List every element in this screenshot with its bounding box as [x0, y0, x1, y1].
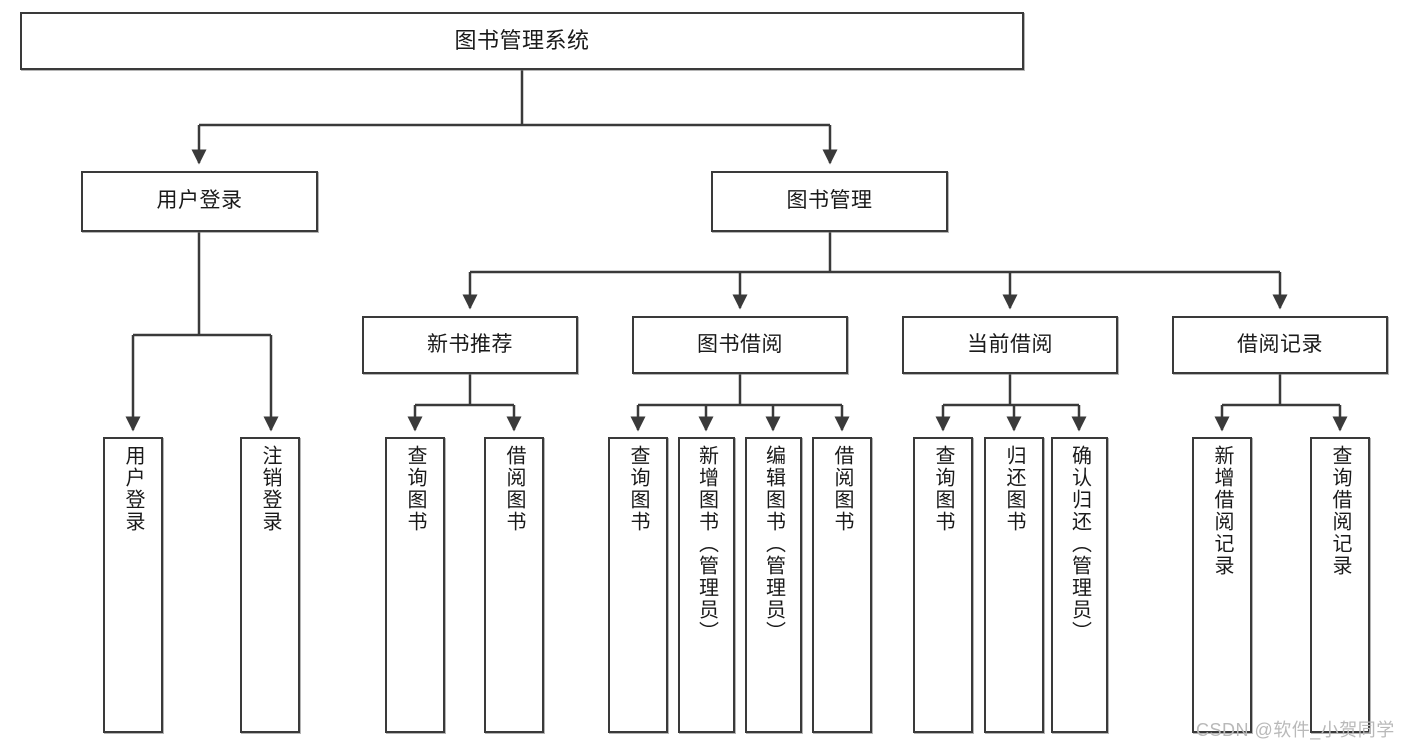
node-new-book-recommend-label: 新书推荐 [427, 332, 513, 356]
node-borrow-records[interactable]: 借阅记录 [1172, 316, 1388, 374]
node-user-login[interactable]: 用户登录 [81, 171, 318, 232]
leaf-edit-book-admin[interactable]: 编辑图书（管理员） [745, 437, 802, 733]
leaf-query-book-current-label: 查询图书 [932, 445, 954, 533]
node-root[interactable]: 图书管理系统 [20, 12, 1024, 70]
leaf-return-book[interactable]: 归还图书 [984, 437, 1044, 733]
leaf-borrow-book-recommend-label: 借阅图书 [503, 445, 525, 533]
node-current-borrow-label: 当前借阅 [967, 332, 1053, 356]
leaf-query-borrow-record-label: 查询借阅记录 [1329, 445, 1351, 577]
node-current-borrow[interactable]: 当前借阅 [902, 316, 1118, 374]
leaf-add-borrow-record[interactable]: 新增借阅记录 [1192, 437, 1252, 733]
leaf-user-login-label: 用户登录 [122, 445, 144, 533]
leaf-borrow-book-recommend[interactable]: 借阅图书 [484, 437, 544, 733]
leaf-user-login[interactable]: 用户登录 [103, 437, 163, 733]
watermark-text: CSDN @软件_小贺同学 [1196, 720, 1395, 740]
node-user-login-label: 用户登录 [156, 189, 243, 213]
node-book-management[interactable]: 图书管理 [711, 171, 948, 232]
leaf-add-book-admin-label: 新增图书（管理员） [695, 445, 718, 643]
node-book-borrow-label: 图书借阅 [697, 332, 783, 356]
leaf-borrow-book[interactable]: 借阅图书 [812, 437, 872, 733]
leaf-logout[interactable]: 注销登录 [240, 437, 300, 733]
node-book-management-label: 图书管理 [786, 189, 873, 213]
leaf-add-borrow-record-label: 新增借阅记录 [1211, 445, 1233, 577]
leaf-query-book-borrow[interactable]: 查询图书 [608, 437, 668, 733]
node-new-book-recommend[interactable]: 新书推荐 [362, 316, 578, 374]
leaf-edit-book-admin-label: 编辑图书（管理员） [762, 445, 785, 643]
leaf-confirm-return-admin[interactable]: 确认归还（管理员） [1051, 437, 1108, 733]
leaf-query-book-current[interactable]: 查询图书 [913, 437, 973, 733]
node-book-borrow[interactable]: 图书借阅 [632, 316, 848, 374]
leaf-query-book-borrow-label: 查询图书 [627, 445, 649, 533]
leaf-query-book-recommend[interactable]: 查询图书 [385, 437, 445, 733]
leaf-return-book-label: 归还图书 [1003, 445, 1025, 533]
leaf-add-book-admin[interactable]: 新增图书（管理员） [678, 437, 735, 733]
leaf-confirm-return-admin-label: 确认归还（管理员） [1068, 445, 1091, 643]
leaf-query-borrow-record[interactable]: 查询借阅记录 [1310, 437, 1370, 733]
leaf-borrow-book-label: 借阅图书 [831, 445, 853, 533]
leaf-logout-label: 注销登录 [259, 445, 281, 533]
node-borrow-records-label: 借阅记录 [1237, 332, 1323, 356]
leaf-query-book-recommend-label: 查询图书 [404, 445, 426, 533]
node-root-label: 图书管理系统 [454, 28, 590, 54]
